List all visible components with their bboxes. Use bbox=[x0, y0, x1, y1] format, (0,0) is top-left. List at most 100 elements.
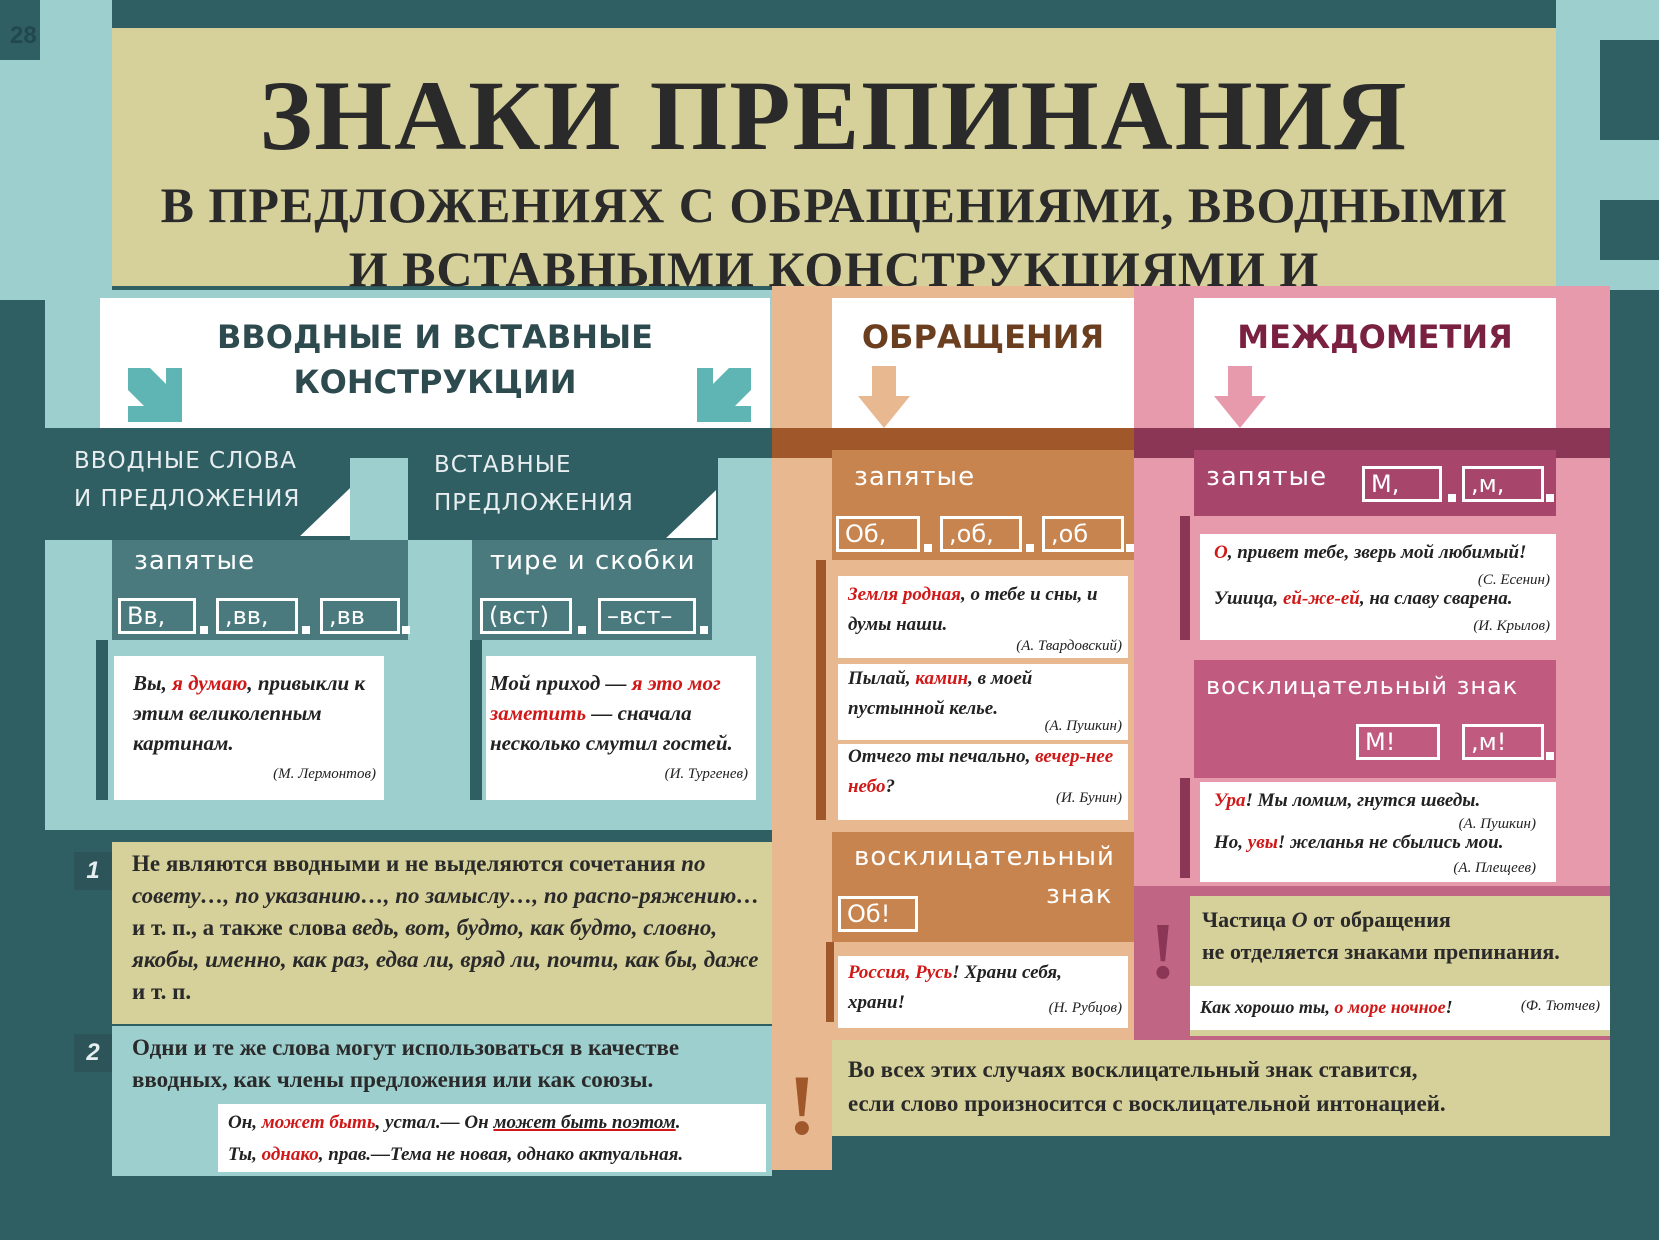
scheme-dot bbox=[200, 626, 208, 634]
note2-text: Одни и те же слова могут использоваться … bbox=[132, 1035, 680, 1092]
example-highlight: я думаю bbox=[172, 671, 248, 695]
scheme-ob-last: ,об bbox=[1042, 516, 1124, 552]
page-subtitle-line1: В ПРЕДЛОЖЕНИЯХ С ОБРАЩЕНИЯМИ, ВВОДНЫМИ bbox=[160, 177, 1508, 233]
obrasheniya-example-1: Земля родная, о тебе и сны, и думы наши. bbox=[848, 584, 1098, 635]
particle-note-text: Частица О от обращения не отделяется зна… bbox=[1202, 907, 1560, 964]
particle-author: (Ф. Тютчев) bbox=[1520, 998, 1600, 1014]
obrasheniya-rule-box bbox=[832, 450, 1134, 560]
vvodnye-example-box bbox=[114, 656, 384, 800]
intro-heading-line2: КОНСТРУКЦИИ bbox=[293, 363, 577, 401]
scheme-m-excl-first: М! bbox=[1356, 724, 1440, 760]
scheme-dot bbox=[1026, 544, 1034, 552]
mezhdometiya-excl-label: восклицательный знак bbox=[1206, 672, 1519, 700]
vstavnye-title-line2: ПРЕДЛОЖЕНИЯ bbox=[434, 490, 634, 516]
scheme-dot bbox=[1126, 544, 1134, 552]
scheme-dot bbox=[700, 626, 708, 634]
vstavnye-sign-label: тире и скобки bbox=[490, 546, 696, 576]
background-tile bbox=[1600, 40, 1659, 140]
scheme-dot bbox=[924, 544, 932, 552]
background-tile bbox=[0, 60, 112, 300]
note1-text: Не являются вводными и не выделяются соч… bbox=[132, 851, 760, 1004]
obrasheniya-heading: ОБРАЩЕНИЯ bbox=[861, 318, 1105, 356]
mezhdometiya-author-1: (С. Есенин) bbox=[1477, 572, 1550, 588]
obrasheniya-example-box-2 bbox=[838, 664, 1128, 740]
obrasheniya-author-1: (А. Твардовский) bbox=[1016, 638, 1122, 654]
scheme-dot bbox=[578, 626, 586, 634]
vvodnye-title-line2: И ПРЕДЛОЖЕНИЯ bbox=[74, 486, 301, 512]
triangle-corner-icon bbox=[666, 490, 716, 543]
note2-example-line1: Он, может быть, устал.— Он может быть по… bbox=[228, 1112, 681, 1133]
obrasheniya-excl-author: (Н. Рубцов) bbox=[1048, 1000, 1122, 1016]
intro-heading-line1: ВВОДНЫЕ И ВСТАВНЫЕ bbox=[217, 318, 653, 356]
scheme-vst-dashes: –вст– bbox=[598, 598, 696, 634]
exclamation-note-line2: если слово произносится с восклицательно… bbox=[848, 1091, 1446, 1116]
mezhdometiya-rule-box bbox=[1194, 450, 1556, 516]
scheme-dot bbox=[1546, 752, 1554, 760]
obrasheniya-excl-label-line2: знак bbox=[1046, 880, 1113, 910]
scheme-m-excl-middle: ,м! bbox=[1462, 724, 1544, 760]
obrasheniya-example-box-3 bbox=[838, 744, 1128, 820]
arrow-down-right-icon bbox=[128, 368, 182, 427]
vstavnye-author: (И. Тургенев) bbox=[664, 766, 748, 782]
page-title: ЗНАКИ ПРЕПИНАНИЯ bbox=[259, 60, 1409, 171]
particle-example: Как хорошо ты, о море ночное! bbox=[1200, 997, 1453, 1017]
scheme-ob-excl: Об! bbox=[838, 896, 918, 932]
scheme-vv-first: Вв, bbox=[118, 598, 196, 634]
vvodnye-sign-label: запятые bbox=[134, 546, 256, 576]
arrow-down-left-icon bbox=[697, 368, 751, 427]
note2-example-box bbox=[218, 1104, 766, 1172]
obrasheniya-excl-example-box bbox=[838, 956, 1128, 1028]
intro-heading-box bbox=[100, 298, 770, 428]
vvodnye-example-bar bbox=[96, 640, 108, 800]
obrasheniya-excl-label-line1: восклицательный bbox=[854, 842, 1115, 872]
page-number: 28 bbox=[10, 22, 37, 49]
note2-number: 2 bbox=[74, 1034, 112, 1072]
obrasheniya-excl-box bbox=[832, 832, 1134, 942]
obrasheniya-excl-bar bbox=[826, 942, 834, 1022]
exclamation-note-bar bbox=[772, 1040, 832, 1170]
scheme-dot bbox=[1546, 494, 1554, 502]
mezhdometiya-commas-label: запятые bbox=[1206, 462, 1328, 492]
mezhdometiya-example-box bbox=[1200, 534, 1556, 640]
vstavnye-title-box bbox=[408, 440, 718, 540]
scheme-dot bbox=[1448, 494, 1456, 502]
scheme-m-first: М, bbox=[1362, 466, 1442, 502]
mezhdometiya-heading: МЕЖДОМЕТИЯ bbox=[1237, 318, 1513, 356]
scheme-m-middle: ,м, bbox=[1462, 466, 1544, 502]
background-tile bbox=[1600, 200, 1659, 260]
vstavnye-example-bar bbox=[470, 640, 482, 800]
vstavnye-example-box bbox=[486, 656, 756, 800]
obrasheniya-example-2: Пылай, камин, в моей пустынной келье. bbox=[848, 668, 1033, 719]
obrasheniya-example-bar bbox=[816, 560, 826, 820]
scheme-dot bbox=[302, 626, 310, 634]
exclamation-note-box bbox=[832, 1040, 1610, 1136]
vvodnye-title-line1: ВВОДНЫЕ СЛОВА bbox=[74, 448, 298, 474]
mezhdometiya-excl-author-1: (А. Пушкин) bbox=[1458, 816, 1536, 832]
obrasheniya-commas-label: запятые bbox=[854, 462, 976, 492]
obrasheniya-author-2: (А. Пушкин) bbox=[1044, 718, 1122, 734]
arrow-down-icon bbox=[1214, 366, 1266, 433]
vstavnye-title-line1: ВСТАВНЫЕ bbox=[434, 452, 572, 478]
obrasheniya-example-3: Отчего ты печально, вечер-нее небо? bbox=[848, 746, 1114, 797]
obrasheniya-author-3: (И. Бунин) bbox=[1055, 790, 1122, 806]
vvodnye-title-box bbox=[45, 440, 350, 540]
scheme-ob-first: Об, bbox=[836, 516, 920, 552]
scheme-ob-middle: ,об, bbox=[940, 516, 1022, 552]
obrasheniya-excl-example: Россия, Русь! Храни себя, храни! bbox=[848, 962, 1062, 1013]
mezhdometiya-example-bar bbox=[1180, 516, 1190, 640]
note1-number: 1 bbox=[74, 852, 112, 890]
particle-exclamation-mark: ! bbox=[1149, 908, 1177, 996]
arrow-down-icon bbox=[858, 366, 910, 433]
mezhdometiya-example-2: Ушица, ей-же-ей, на славу сварена. bbox=[1214, 588, 1513, 609]
mezhdometiya-excl-author-2: (А. Плещеев) bbox=[1453, 860, 1536, 876]
mezhdometiya-example-1: О, привет тебе, зверь мой любимый! bbox=[1214, 542, 1527, 563]
note2-example-line2: Ты, однако, прав.—Тема не новая, однако … bbox=[228, 1144, 684, 1165]
scheme-vv-last: ,вв bbox=[320, 598, 400, 634]
header-banner: ЗНАКИ ПРЕПИНАНИЯ В ПРЕДЛОЖЕНИЯХ С ОБРАЩЕ… bbox=[112, 28, 1556, 355]
mezhdometiya-excl-example-box bbox=[1200, 782, 1556, 882]
scheme-vst-brackets: (вст) bbox=[480, 598, 572, 634]
vstavnye-rule-box bbox=[472, 540, 712, 640]
mezhdometiya-excl-example-1: Ура! Мы ломим, гнутся шведы. bbox=[1214, 790, 1481, 811]
vvodnye-rule-box bbox=[112, 540, 408, 640]
particle-example-box bbox=[1190, 986, 1610, 1030]
